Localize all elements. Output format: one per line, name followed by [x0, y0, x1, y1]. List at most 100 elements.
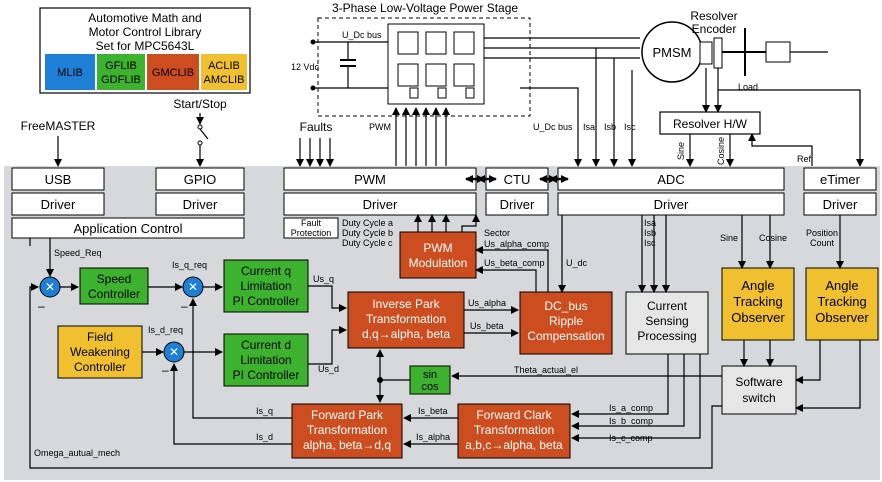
gmclib-label: GMCLIB — [152, 67, 194, 79]
library-title-2: Motor Control Library — [89, 25, 202, 39]
d-minus: – — [162, 363, 169, 377]
software-switch-block — [721, 365, 797, 415]
gmclib-swatch — [147, 54, 199, 90]
obs-cosine: Cosine — [759, 233, 787, 243]
pos-count-2: Count — [810, 238, 835, 248]
speed-ctrl-2: Controller — [88, 287, 140, 301]
cq-2: Limitation — [240, 279, 291, 293]
pwm-modulation-block — [399, 231, 477, 279]
is-c-comp-label: Is_c_comp — [609, 433, 653, 443]
cq-1: Current q — [241, 264, 291, 278]
u-dc-label: U_dc — [566, 258, 588, 268]
dc-bus-ripple-block — [519, 291, 613, 355]
fw-3: Controller — [74, 360, 126, 374]
hw-sine-label: Sine — [676, 142, 686, 160]
sincos-block — [409, 365, 451, 395]
us-alpha-label: Us_alpha — [468, 298, 506, 308]
us-beta-comp-label: Us_beta_comp — [484, 258, 545, 268]
mlib-swatch — [45, 54, 95, 90]
at1-1: Angle — [741, 278, 774, 293]
omega-label: Omega_autual_mech — [34, 448, 120, 458]
library-title-3: Set for MPC5643L — [96, 39, 195, 53]
obs-sine: Sine — [720, 233, 738, 243]
is-q-req-label: Is_q_req — [172, 260, 207, 270]
us-d-label: Us_d — [318, 364, 339, 374]
dc-3: Compensation — [527, 329, 604, 343]
duty-a-label: Duty Cycle a — [342, 218, 393, 228]
is-b-comp-label: Is_b_comp — [609, 416, 653, 426]
motor: PMSM Resolver Encoder Load — [641, 9, 828, 92]
resolver-label-1: Resolver — [690, 9, 737, 23]
gflib-label: GFLIB — [105, 60, 137, 72]
library-title-1: Automotive Math and — [88, 11, 201, 25]
dc-1: DC_bus — [544, 299, 587, 313]
gflib-swatch — [97, 54, 145, 90]
pos-count-1: Position — [806, 228, 838, 238]
us-q-label: Us_q — [313, 274, 334, 284]
at2-2: Tracking — [817, 294, 866, 309]
angle-tracking-1-block — [721, 267, 795, 341]
is-alpha-label: Is_alpha — [416, 432, 450, 442]
adc-driver-label: Driver — [654, 197, 689, 212]
power-udc-label: U_Dc bus — [342, 30, 382, 40]
gpio-driver-label: Driver — [183, 197, 218, 212]
pwm-driver-label: Driver — [363, 197, 398, 212]
us-beta-label: Us_beta — [470, 321, 504, 331]
sincos-2: cos — [421, 381, 439, 393]
cd-2: Limitation — [240, 353, 291, 367]
start-stop-label: Start/Stop — [173, 97, 227, 111]
forward-park-block — [291, 403, 403, 459]
duty-b-label: Duty Cycle b — [342, 228, 393, 238]
freemaster-label: FreeMASTER — [21, 119, 96, 133]
is-a-comp-label: Is_a_comp — [609, 403, 653, 413]
is-d-label: Is_d — [256, 432, 273, 442]
svg-text:✕: ✕ — [45, 280, 55, 294]
library-legend: Automotive Math and Motor Control Librar… — [39, 7, 251, 94]
resolver-hw-box — [659, 111, 761, 135]
at2-3: Observer — [815, 310, 869, 325]
is-d-req-label: Is_d_req — [148, 325, 183, 335]
adc-udc-label: U_Dc bus — [533, 122, 573, 132]
peripherals: USB Driver GPIO Driver PWM Driver CTU Dr… — [11, 167, 877, 239]
hw-cosine-label: Cosine — [716, 137, 726, 165]
resolver-label-2: Encoder — [692, 22, 737, 36]
etimer-driver-label: Driver — [823, 197, 858, 212]
fw-2: Weakening — [70, 345, 130, 359]
pwm-mod-2: Modulation — [409, 256, 468, 270]
adc-out-isa: Isa — [644, 218, 656, 228]
fc-2: Transformation — [474, 423, 554, 437]
speed-controller-block — [79, 267, 149, 305]
power-stage-title: 3-Phase Low-Voltage Power Stage — [332, 1, 518, 15]
svg-text:✕: ✕ — [169, 345, 179, 359]
sw-1: Software — [735, 375, 783, 389]
field-weakening-block — [57, 325, 143, 379]
adc-isb-label: Isb — [604, 122, 616, 132]
fp-1: Forward Park — [311, 408, 384, 422]
us-alpha-comp-label: Us_alpha_comp — [484, 239, 549, 249]
q-minus: – — [181, 299, 188, 313]
speed-minus: – — [38, 299, 45, 313]
cd-1: Current d — [241, 338, 291, 352]
forward-clark-block — [457, 403, 571, 459]
pmsm-label: PMSM — [653, 45, 692, 60]
speed-ctrl-1: Speed — [97, 272, 132, 286]
sincos-1: sin — [423, 369, 437, 381]
adc-isa-label: Isa — [583, 122, 595, 132]
app-control-label: Application Control — [73, 221, 182, 236]
speed-req-label: Speed_Req — [54, 248, 102, 258]
mlib-label: MLIB — [57, 67, 83, 79]
faults-label: Faults — [300, 120, 333, 134]
usb-label: USB — [45, 172, 72, 187]
resolver-hw-label: Resolver H/W — [673, 117, 748, 131]
pwm-label: PWM — [354, 172, 386, 187]
current-q-block — [223, 259, 309, 313]
pwm-lines-label: PWM — [369, 122, 391, 132]
fp-2: Transformation — [307, 423, 387, 437]
fp-3: alpha, beta→d,q — [303, 438, 391, 452]
ip-1: Inverse Park — [372, 297, 440, 311]
cq-3: PI Controller — [233, 294, 300, 308]
etimer-label: eTimer — [820, 172, 861, 187]
load-label: Load — [738, 82, 758, 92]
gpio-label: GPIO — [184, 172, 217, 187]
